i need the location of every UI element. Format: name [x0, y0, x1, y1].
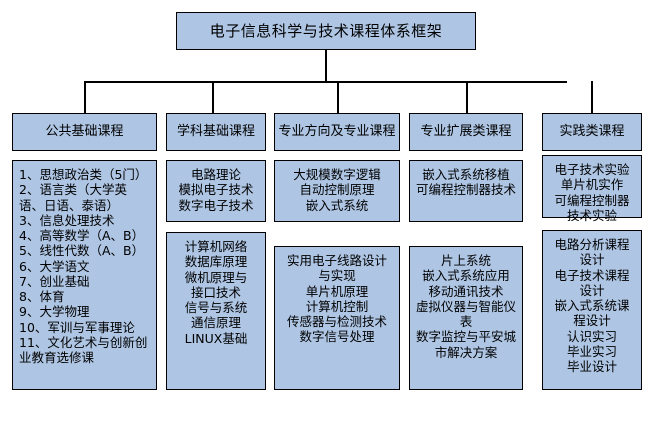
content-text: 大规模数字逻辑 自动控制原理 嵌入式系统 — [293, 167, 381, 213]
content-text: 嵌入式系统移植 可编程控制器技术 — [416, 167, 517, 198]
content-text: 1、思想政治类（5门） 2、语言类（大学英语、日语、泰语） 3、信息处理技术 4… — [19, 167, 148, 365]
content-box-major-extension-2[interactable]: 片上系统 嵌入式系统应用 移动通讯技术 虚拟仪器与智能仪表 数字监控与平安城市解… — [409, 246, 523, 390]
connector-root-stem — [325, 50, 327, 81]
content-text: 计算机网络 数据库原理 微机原理与 接口技术 信号与系统 通信原理 LINUX基… — [184, 239, 248, 346]
content-box-discipline-foundation-2[interactable]: 计算机网络 数据库原理 微机原理与 接口技术 信号与系统 通信原理 LINUX基… — [166, 232, 266, 390]
content-text: 电路分析课程设计 电子技术课程设计 嵌入式系统课程设计 认识实习 毕业实习 毕业… — [554, 237, 630, 374]
connector-drop-5 — [591, 81, 593, 113]
content-box-major-extension-1[interactable]: 嵌入式系统移植 可编程控制器技术 — [409, 160, 523, 222]
column-header-practice[interactable]: 实践类课程 — [542, 113, 642, 151]
content-text: 片上系统 嵌入式系统应用 移动通讯技术 虚拟仪器与智能仪表 数字监控与平安城市解… — [416, 253, 517, 360]
column-header-major-extension[interactable]: 专业扩展类课程 — [409, 113, 523, 151]
root-node-title: 电子信息科学与技术课程体系框架 — [176, 12, 476, 50]
connector-drop-4 — [466, 81, 468, 113]
content-box-discipline-foundation-1[interactable]: 电路理论 模拟电子技术 数字电子技术 — [166, 160, 266, 222]
column-header-public-foundation[interactable]: 公共基础课程 — [12, 113, 157, 151]
content-box-public-foundation-1[interactable]: 1、思想政治类（5门） 2、语言类（大学英语、日语、泰语） 3、信息处理技术 4… — [12, 160, 157, 390]
content-box-practice-2[interactable]: 电路分析课程设计 电子技术课程设计 嵌入式系统课程设计 认识实习 毕业实习 毕业… — [542, 230, 642, 390]
content-text: 电路理论 模拟电子技术 数字电子技术 — [178, 167, 254, 213]
content-text: 电子技术实验 单片机实作 可编程控制器 技术实验 — [554, 162, 630, 223]
content-box-practice-1[interactable]: 电子技术实验 单片机实作 可编程控制器 技术实验 — [542, 155, 642, 223]
connector-horizontal-bus — [84, 81, 567, 83]
connector-drop-2 — [212, 81, 214, 113]
content-box-major-direction-1[interactable]: 大规模数字逻辑 自动控制原理 嵌入式系统 — [274, 160, 400, 222]
connector-drop-3 — [337, 81, 339, 113]
column-header-major-direction[interactable]: 专业方向及专业课程 — [274, 113, 400, 151]
content-text: 实用电子线路设计与实现 单片机原理 计算机控制 传感器与检测技术 数字信号处理 — [286, 253, 387, 345]
content-box-major-direction-2[interactable]: 实用电子线路设计与实现 单片机原理 计算机控制 传感器与检测技术 数字信号处理 — [274, 246, 400, 390]
column-header-discipline-foundation[interactable]: 学科基础课程 — [166, 113, 266, 151]
connector-drop-1 — [84, 81, 86, 113]
